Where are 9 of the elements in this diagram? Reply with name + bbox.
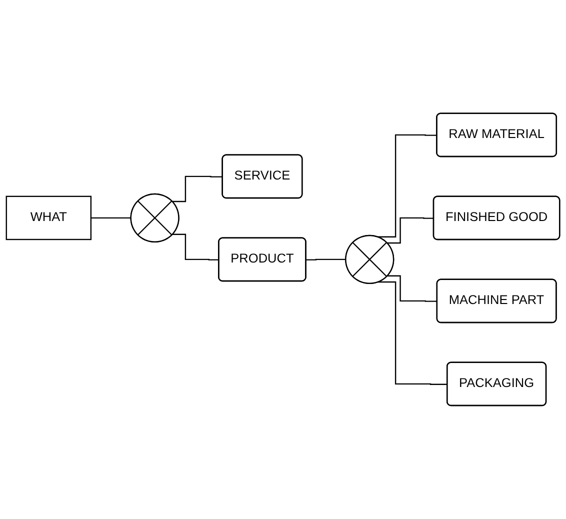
node-box: WHAT <box>6 196 92 240</box>
connector <box>306 258 346 260</box>
connector <box>172 234 220 260</box>
connector <box>378 134 438 238</box>
connector <box>378 281 448 385</box>
connector <box>387 275 438 302</box>
connector <box>172 176 223 202</box>
connector <box>387 217 434 244</box>
connector <box>90 217 131 219</box>
